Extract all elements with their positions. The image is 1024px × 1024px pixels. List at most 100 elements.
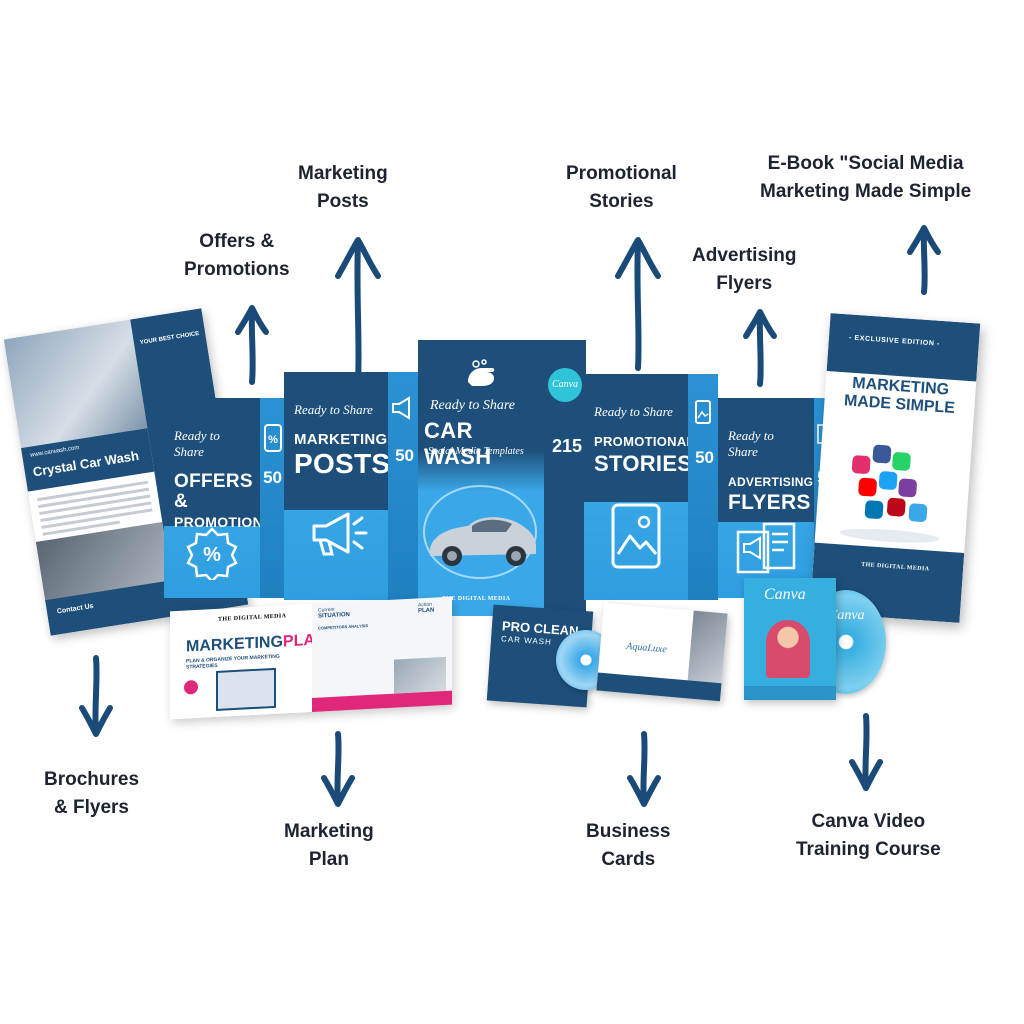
- instructor-photo: [766, 620, 810, 678]
- callout-line: Marketing: [298, 163, 388, 184]
- viber-icon: [898, 478, 918, 498]
- box-title: Car Wash: [424, 418, 492, 469]
- mechanic-photo: [3, 319, 148, 449]
- callout-ebook: E-Book "Social Media Marketing Made Simp…: [760, 150, 971, 206]
- callout-line: Plan: [308, 849, 349, 870]
- brand-logo-text: THE DIGITAL MEDIA: [218, 613, 287, 623]
- callout-line: E-Book "Social Media: [767, 153, 964, 174]
- disc-logo: Canva: [828, 608, 865, 623]
- box-count: 50: [695, 448, 714, 467]
- brochure-best-choice: YOUR BEST CHOICE: [139, 330, 200, 347]
- box-side: % 50: [260, 398, 286, 598]
- box-tagline: Ready to Share: [728, 428, 774, 459]
- callout-line: Marketing: [284, 821, 374, 842]
- arrow-down-icon: [849, 713, 883, 791]
- canva-badge: Canva: [548, 368, 582, 402]
- box-promotional-stories: Ready to Share Promotional Stories 50: [584, 374, 718, 600]
- callout-line: Offers &: [199, 231, 275, 252]
- plan-title-part: MARKETING: [186, 633, 283, 656]
- podium-shape: [838, 526, 940, 546]
- callout-advertising-flyers: Advertising Flyers: [692, 242, 797, 298]
- callout-line: Promotional: [566, 163, 677, 184]
- box-title-line: Flyers: [728, 491, 811, 514]
- percent-tag-icon: %: [264, 424, 282, 452]
- flyer-pages-icon: [736, 522, 796, 574]
- marketing-plan-book: THE DIGITAL MEDIA MARKETINGPLAN PLAN & O…: [170, 596, 452, 720]
- plan-competitors-label: COMPETITORS ANALYSIS: [318, 623, 369, 631]
- calendar-illustration: [216, 667, 276, 711]
- card-photo: [687, 610, 728, 684]
- box-subtitle: Social Media Templates: [428, 446, 524, 457]
- car-photo: [423, 485, 537, 579]
- callout-line: Stories: [589, 191, 654, 212]
- dvd-case: Canva: [744, 578, 836, 700]
- arrow-down-icon: [79, 655, 113, 737]
- box-front: Ready to Share Promotional Stories: [584, 374, 688, 600]
- pinterest-icon: [886, 497, 906, 517]
- box-count: 50: [263, 468, 282, 487]
- callout-marketing-plan: Marketing Plan: [284, 818, 374, 874]
- callout-offers-promotions: Offers & Promotions: [184, 228, 290, 284]
- vimeo-icon: [908, 503, 928, 523]
- box-tagline: Ready to Share: [430, 398, 516, 413]
- box-front: Ready to Share Offers & Promotions %: [164, 398, 260, 598]
- plan-pink-strip: [312, 690, 452, 712]
- box-header: Ready to Share Offers & Promotions: [164, 398, 260, 530]
- ebook-title: SOCIAL MEDIA MARKETING MADE SIMPLE: [832, 356, 969, 419]
- box-title: Marketing Posts: [294, 430, 388, 479]
- callout-line: Business: [586, 821, 671, 842]
- box-front: Ready to Share Advertising Flyers: [718, 398, 814, 598]
- whatsapp-icon: [891, 451, 912, 472]
- arrow-up-icon: [615, 237, 661, 371]
- box-tagline: Ready to Share: [294, 402, 373, 417]
- business-card-aqualuxe: AquaLuxe: [596, 602, 728, 702]
- box-header: Ready to Share Advertising Flyers: [718, 398, 814, 522]
- box-title: Promotional Stories: [594, 432, 688, 476]
- youtube-icon: [857, 477, 878, 497]
- box-side: 50: [688, 374, 718, 600]
- callout-line: Canva Video: [811, 811, 926, 832]
- instagram-icon: [851, 455, 871, 475]
- ebook-edition-tag: - EXCLUSIVE EDITION -: [848, 334, 941, 348]
- box-title-line: Stories: [594, 451, 688, 476]
- ebook-mockup: - EXCLUSIVE EDITION - SOCIAL MEDIA MARKE…: [809, 313, 981, 623]
- box-car-wash: Ready to Share Car Wash Social Media Tem…: [418, 340, 586, 616]
- box-tagline: Ready to Share: [594, 404, 673, 419]
- plan-left-page: THE DIGITAL MEDIA MARKETINGPLAN PLAN & O…: [170, 604, 326, 720]
- box-offers-promotions: Ready to Share Offers & Promotions % % 5…: [164, 398, 286, 598]
- percent-badge-icon: %: [186, 527, 238, 580]
- box-marketing-posts: Ready to Share Marketing Posts 50: [284, 372, 418, 600]
- callout-line: Marketing Made Simple: [760, 181, 972, 202]
- box-side: 50: [388, 372, 418, 600]
- arrow-up-icon: [235, 305, 269, 385]
- canva-logo: Canva: [764, 586, 806, 603]
- callout-line: Promotions: [184, 259, 290, 280]
- car-wash-hand-icon: [468, 359, 495, 386]
- callout-line: Training Course: [796, 839, 941, 860]
- twitter-icon: [878, 470, 898, 491]
- arrow-down-icon: [627, 731, 661, 807]
- callout-canva-course: Canva Video Training Course: [796, 808, 941, 864]
- brochure-website: www.carwash.com: [29, 445, 80, 459]
- image-story-icon: [611, 503, 661, 569]
- dvd-case-strip: [744, 686, 836, 700]
- callout-line: Flyers: [716, 273, 773, 294]
- box-title-line: Promotions: [174, 514, 260, 530]
- arrow-up-icon: [335, 237, 381, 385]
- box-header: Ready to Share Marketing Posts: [284, 372, 388, 510]
- box-front: Ready to Share Marketing Posts: [284, 372, 388, 600]
- svg-text:%: %: [268, 434, 278, 446]
- callout-business-cards: Business Cards: [586, 818, 670, 874]
- arrow-down-icon: [321, 731, 355, 807]
- linkedin-icon: [864, 500, 884, 520]
- box-title-line: Posts: [294, 448, 388, 479]
- facebook-icon: [872, 444, 892, 464]
- callout-line: Advertising: [692, 245, 797, 266]
- brand-logo-text: THE DIGITAL MEDIA: [860, 561, 930, 573]
- team-photo: [394, 656, 446, 694]
- plan-situation-label: SITUATION: [318, 611, 350, 620]
- callout-promotional-stories: Promotional Stories: [566, 160, 677, 216]
- box-tagline: Ready to Share: [174, 428, 220, 459]
- box-side: Canva 215: [544, 340, 586, 616]
